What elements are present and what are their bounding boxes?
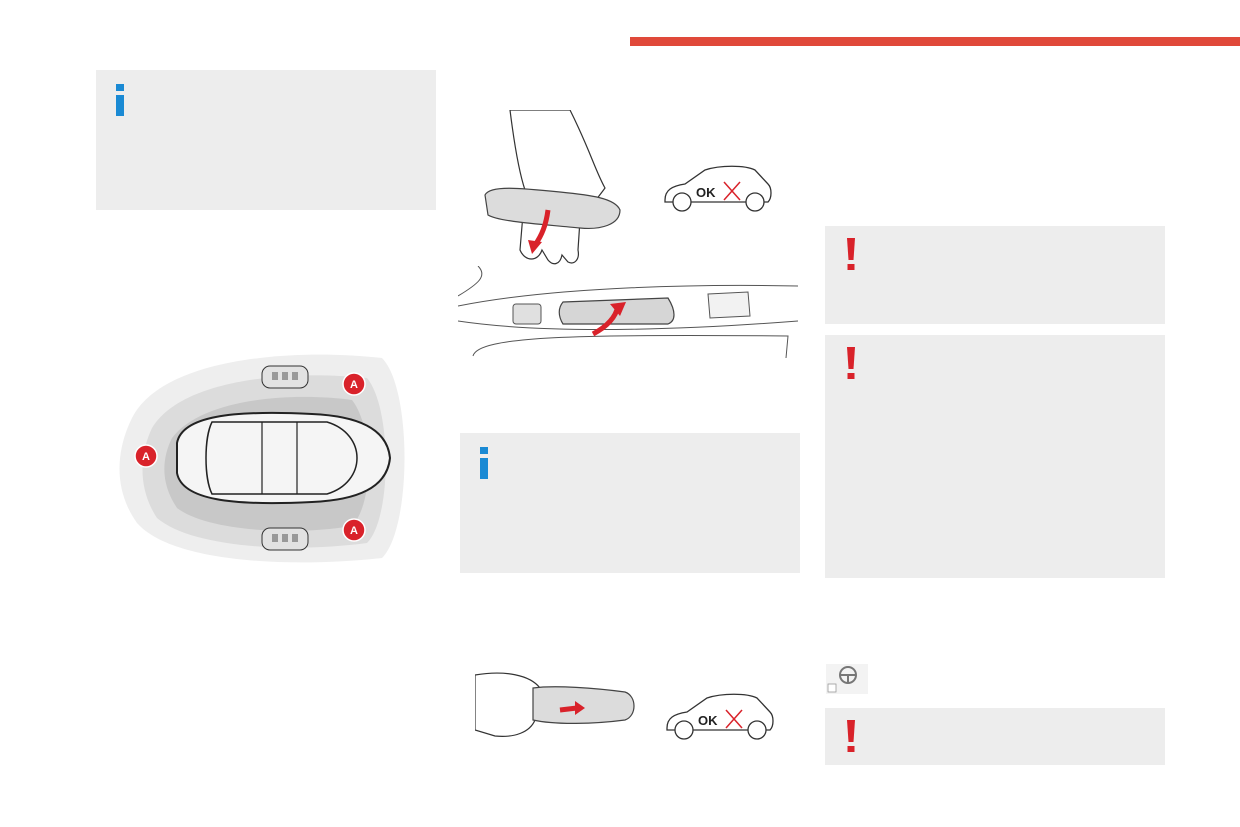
ok-status-label: OK — [696, 185, 716, 200]
key-fob-bottom — [261, 527, 309, 551]
keyless-detection-zone-illustration: A A A — [119, 354, 405, 563]
ok-status-label: OK — [698, 713, 718, 728]
zone-marker-label: A — [350, 379, 358, 391]
info-note-box-1 — [96, 70, 436, 210]
zone-marker-label: A — [350, 525, 358, 537]
car-top-view — [176, 411, 392, 505]
door-handle-unlock-illustration — [484, 110, 621, 265]
tailgate-handle-illustration — [458, 266, 798, 359]
warning-note-box-1 — [825, 226, 1165, 324]
car-side-unlock-icon: OK — [664, 165, 772, 212]
info-icon — [116, 84, 124, 116]
zone-marker-label: A — [142, 451, 150, 463]
zone-marker-a-3: A — [342, 518, 366, 542]
exclamation-icon — [847, 347, 855, 379]
zone-marker-a-2: A — [134, 444, 158, 468]
header-accent-bar — [630, 37, 1240, 46]
info-note-box-2 — [460, 433, 800, 573]
warning-note-box-3 — [825, 708, 1165, 765]
steering-wheel-icon — [826, 664, 868, 694]
door-handle-lock-illustration — [475, 672, 635, 737]
zone-marker-a-1: A — [342, 372, 366, 396]
exclamation-icon — [847, 720, 855, 752]
car-side-lock-icon: OK — [666, 693, 774, 740]
exclamation-icon — [847, 238, 855, 270]
warning-note-box-2 — [825, 335, 1165, 578]
key-fob-top — [261, 365, 309, 389]
info-icon — [480, 447, 488, 479]
